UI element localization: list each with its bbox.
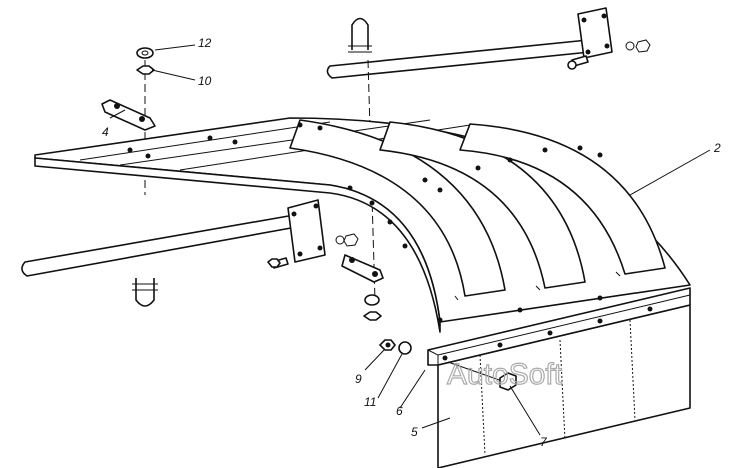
bolt-7 bbox=[447, 361, 517, 391]
nut-9 bbox=[379, 339, 396, 351]
plate-right bbox=[341, 254, 384, 283]
label-12: 12 bbox=[198, 36, 212, 50]
washer-11 bbox=[398, 341, 412, 355]
fender-panel bbox=[34, 117, 691, 333]
strip-6 bbox=[427, 287, 691, 366]
nut-10 bbox=[136, 65, 155, 75]
left-support-rod bbox=[21, 199, 359, 277]
u-bolt-top bbox=[348, 17, 372, 53]
top-support-rod bbox=[326, 7, 651, 79]
label-10: 10 bbox=[198, 74, 212, 88]
label-4: 4 bbox=[102, 125, 109, 139]
u-bolt-bottom bbox=[132, 278, 158, 307]
label-2: 2 bbox=[713, 141, 721, 155]
label-11: 11 bbox=[364, 395, 376, 409]
label-9: 9 bbox=[355, 372, 362, 386]
label-5: 5 bbox=[411, 425, 418, 439]
washer-12 bbox=[136, 47, 154, 59]
label-6: 6 bbox=[396, 404, 403, 418]
watermark: AutoSoft bbox=[447, 358, 563, 391]
label-7: 7 bbox=[540, 435, 548, 449]
plate-4 bbox=[101, 99, 156, 131]
